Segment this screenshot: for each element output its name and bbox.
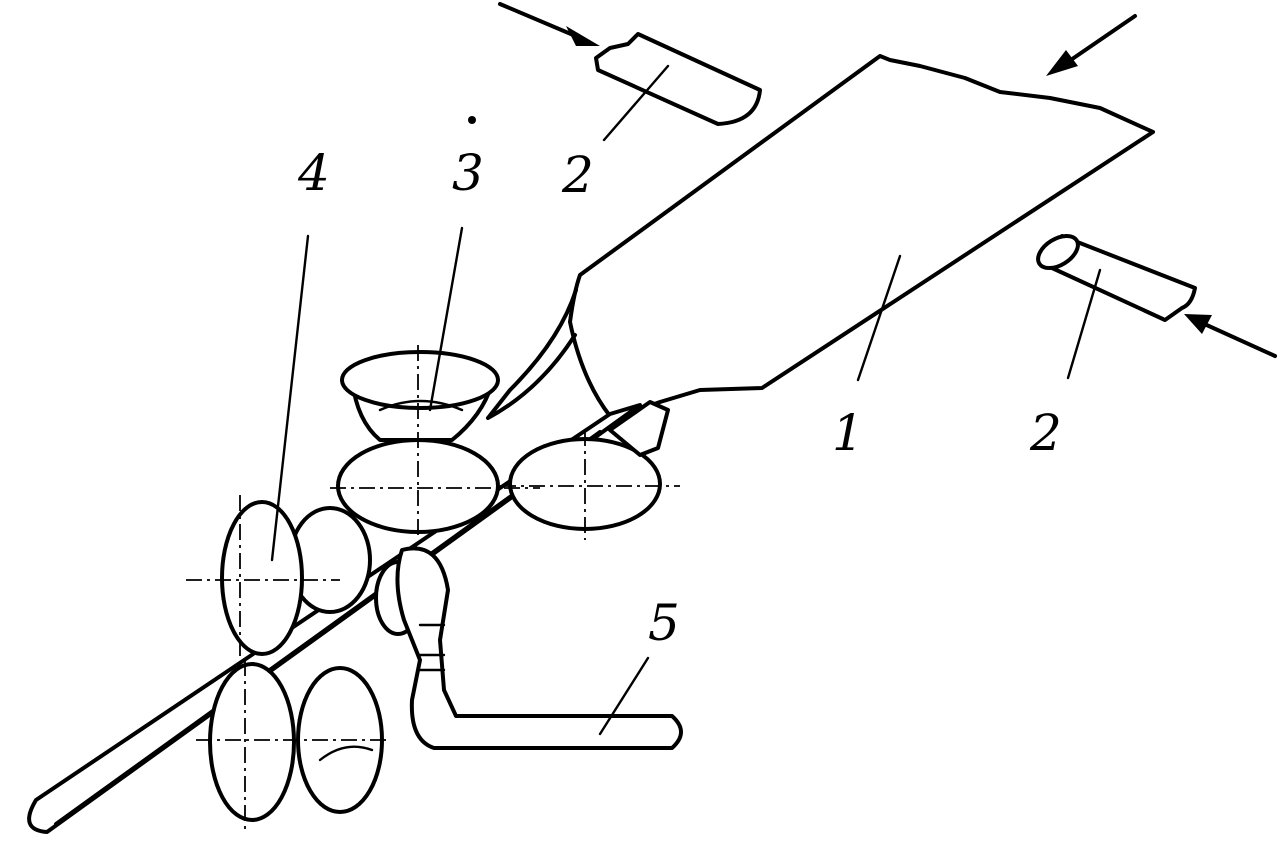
label-edge-tool-right: 2 bbox=[1029, 404, 1062, 462]
label-roller-pair-lower: 4 bbox=[297, 144, 330, 202]
label-edge-tool-top: 2 bbox=[561, 146, 594, 204]
label-roller-pair-upper: 3 bbox=[452, 144, 484, 202]
label-guide: 5 bbox=[648, 594, 680, 652]
edge-tool-top bbox=[594, 32, 762, 126]
label-strip: 1 bbox=[832, 404, 864, 462]
mark-dot bbox=[468, 116, 476, 124]
roller-pair-upper bbox=[330, 345, 680, 540]
guide bbox=[374, 546, 683, 750]
arrow-upper-right bbox=[1046, 14, 1137, 76]
arrow-upper-left bbox=[498, 2, 600, 46]
leader-lines bbox=[270, 64, 1102, 736]
edge-tool-right bbox=[1036, 233, 1197, 322]
strip-blank bbox=[486, 54, 1155, 420]
arrow-right bbox=[1184, 314, 1277, 358]
roller-pair-lower bbox=[186, 495, 390, 830]
